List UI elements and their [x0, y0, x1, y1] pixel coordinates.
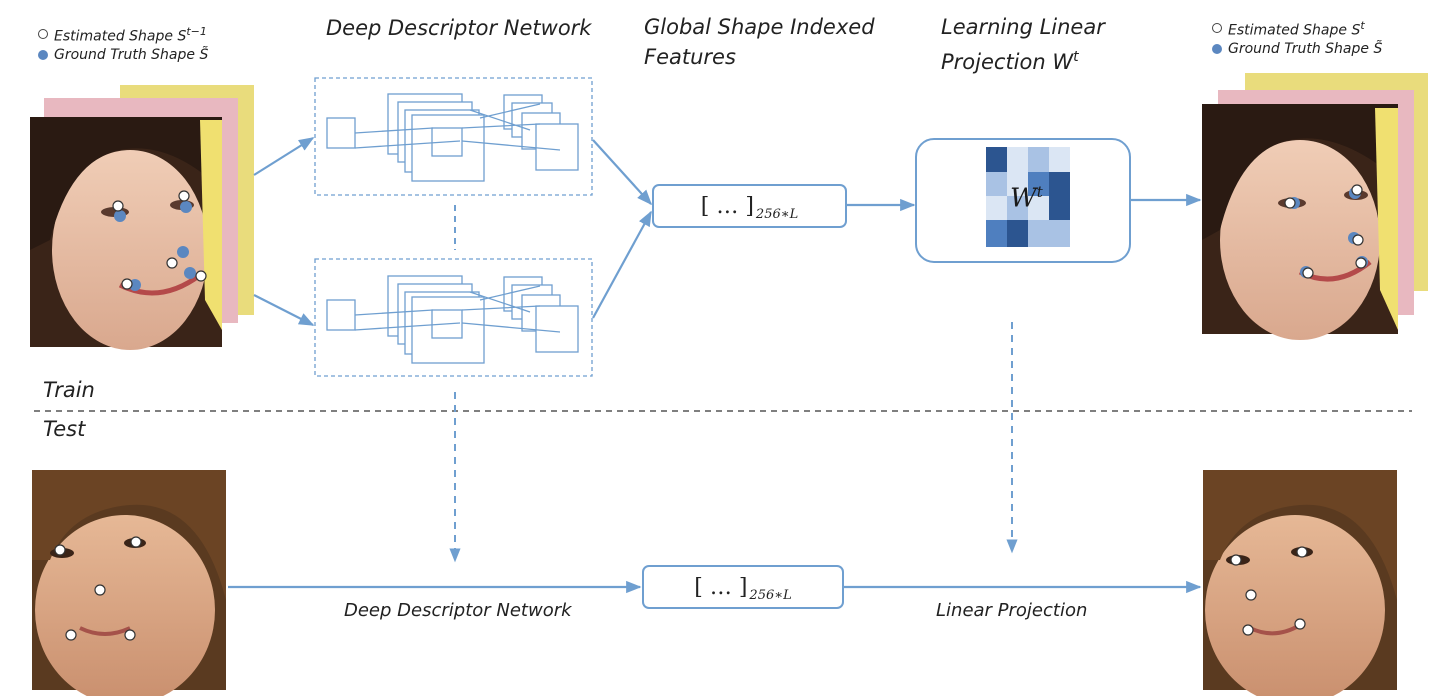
descriptor-network-bottom [314, 258, 593, 377]
legend-estimated-sup-left: t−1 [186, 25, 207, 38]
matrix-label: Wt [1010, 183, 1043, 214]
feature-vector-test: [ … ]256∗L [643, 566, 843, 608]
descriptor-network-top [314, 77, 593, 196]
feature-vector-test-text: [ … ] [694, 574, 748, 600]
heading-learning-1: Learning Linear [941, 15, 1105, 39]
train-face-stack-right [1202, 73, 1428, 340]
legend-estimated-text-left: Estimated Shape S [54, 28, 187, 45]
legend-estimated-sup-right: t [1360, 19, 1365, 32]
estimated-shape-icon [38, 29, 48, 40]
transfer-arrows [449, 322, 1018, 563]
heading-deep-descriptor: Deep Descriptor Network [326, 16, 592, 40]
heading-learning-2: Projection Wt [941, 42, 1079, 77]
feature-vector-train-subscript: 256∗L [755, 206, 799, 222]
feature-vector-test-subscript: 256∗L [749, 587, 792, 603]
legend-ground-truth-left: Ground Truth Shape S̃ [38, 44, 208, 66]
feature-vector-train-text: [ … ] [700, 193, 754, 219]
ground-truth-shape-icon [1212, 44, 1222, 54]
ground-truth-shape-icon [38, 50, 48, 60]
test-face-left [32, 470, 226, 696]
matrix-label-sup: t [1036, 183, 1043, 201]
heading-learning-2-text: Projection W [941, 50, 1074, 74]
heading-global-features-1: Global Shape Indexed [644, 15, 875, 39]
estimated-shape-icon [1212, 23, 1222, 34]
bottom-label-linear-projection: Linear Projection [936, 600, 1088, 621]
legend-ground-truth-text-left: Ground Truth Shape S̃ [54, 47, 209, 63]
feature-vector-train: [ … ]256∗L [653, 185, 846, 227]
legend-estimated-right: Estimated Shape St [1212, 15, 1365, 42]
test-face-right [1203, 470, 1397, 696]
section-train-label: Train [43, 378, 95, 402]
legend-estimated-text-right: Estimated Shape S [1228, 22, 1361, 39]
legend-ground-truth-right: Ground Truth Shape S̃ [1212, 38, 1382, 60]
bottom-label-deep-descriptor: Deep Descriptor Network [344, 600, 572, 621]
train-face-stack-left [30, 85, 254, 350]
train-landmarks-right [1284, 184, 1368, 279]
legend-estimated-left: Estimated Shape St−1 [38, 21, 207, 48]
section-test-label: Test [43, 417, 86, 441]
legend-ground-truth-text-right: Ground Truth Shape S̃ [1228, 41, 1383, 57]
projection-matrix [986, 147, 1070, 247]
train-landmarks-left [112, 190, 207, 291]
matrix-label-text: W [1010, 183, 1037, 214]
heading-global-features-2: Features [644, 45, 736, 69]
heading-learning-sup: t [1073, 49, 1079, 65]
train-arrows [253, 137, 1202, 326]
